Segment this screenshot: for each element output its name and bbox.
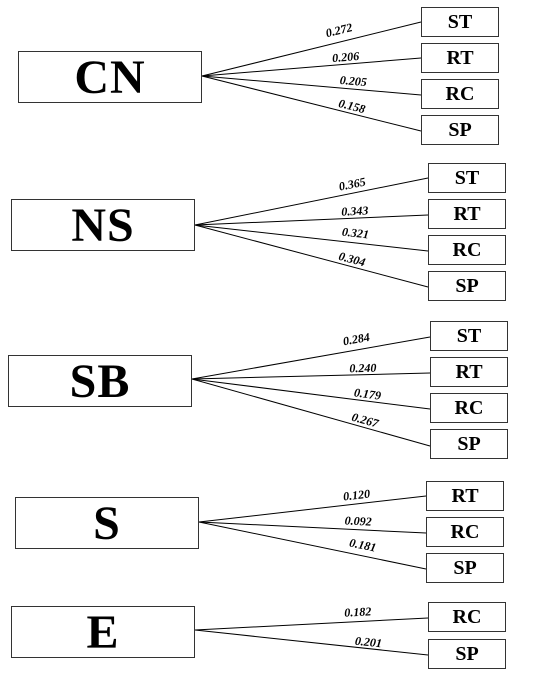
edge-weight-sb-rt: 0.240 [349, 361, 376, 376]
edge-weight-ns-rt: 0.343 [341, 203, 369, 218]
source-box-e: E [11, 606, 195, 659]
edge-line-ns-st [194, 177, 429, 226]
edge-line-cn-rc [201, 75, 422, 96]
edge-line-cn-st [201, 21, 422, 77]
target-box-s-sp: SP [426, 553, 504, 583]
edge-weight-sb-rc: 0.179 [353, 385, 382, 402]
edge-weight-ns-sp: 0.304 [337, 249, 367, 269]
edge-line-sb-rt [191, 372, 431, 380]
target-box-sb-rt: RT [430, 357, 508, 387]
target-box-ns-rc: RC [428, 235, 506, 265]
target-box-sb-rc: RC [430, 393, 508, 423]
target-box-cn-st: ST [421, 7, 499, 37]
edge-line-cn-sp [201, 75, 422, 132]
edge-line-sb-rc [191, 378, 431, 410]
source-box-s: S [15, 497, 199, 550]
target-box-sb-sp: SP [430, 429, 508, 459]
target-box-s-rt: RT [426, 481, 504, 511]
source-box-cn: CN [18, 51, 202, 104]
target-box-s-rc: RC [426, 517, 504, 547]
edge-weight-cn-sp: 0.158 [337, 96, 367, 116]
edge-line-cn-rt [201, 57, 422, 77]
edge-line-ns-rc [194, 224, 429, 252]
source-box-ns: NS [11, 199, 195, 252]
target-box-cn-rt: RT [421, 43, 499, 73]
edge-weight-ns-rc: 0.321 [341, 225, 369, 242]
edge-line-sb-st [191, 336, 431, 380]
source-box-sb: SB [8, 355, 192, 408]
edge-weight-s-rt: 0.120 [342, 487, 370, 504]
target-box-cn-sp: SP [421, 115, 499, 145]
edge-weight-s-sp: 0.181 [348, 535, 377, 554]
target-box-cn-rc: RC [421, 79, 499, 109]
edge-line-s-sp [198, 521, 427, 570]
target-box-e-sp: SP [428, 639, 506, 669]
edge-weight-e-sp: 0.201 [354, 634, 382, 651]
target-box-ns-rt: RT [428, 199, 506, 229]
edge-weight-s-rc: 0.092 [344, 513, 372, 528]
edge-line-e-sp [194, 629, 429, 656]
edge-weight-cn-st: 0.272 [324, 20, 354, 40]
edge-line-s-rc [198, 521, 427, 534]
edge-line-ns-sp [194, 224, 429, 288]
target-box-e-rc: RC [428, 602, 506, 632]
edge-weight-cn-rt: 0.206 [332, 49, 360, 65]
edge-line-e-rc [194, 617, 429, 631]
edge-line-s-rt [198, 495, 427, 523]
edge-weight-sb-st: 0.284 [342, 330, 371, 348]
edge-line-sb-sp [191, 378, 431, 447]
edge-weight-cn-rc: 0.205 [339, 73, 367, 89]
edge-line-ns-rt [194, 214, 429, 226]
edge-weight-ns-st: 0.365 [338, 175, 367, 194]
target-box-sb-st: ST [430, 321, 508, 351]
target-box-ns-sp: SP [428, 271, 506, 301]
target-box-ns-st: ST [428, 163, 506, 193]
edge-weight-e-rc: 0.182 [344, 604, 372, 619]
